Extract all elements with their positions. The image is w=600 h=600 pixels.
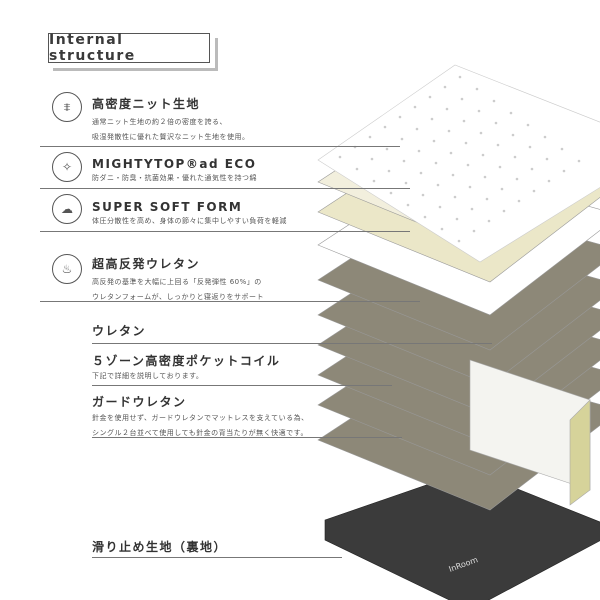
quilt-dot bbox=[419, 171, 423, 175]
layer-guard-urethane: ガードウレタン針金を使用せず、ガードウレタンでマットレスを支えている為、シングル… bbox=[92, 395, 309, 437]
quilt-dot bbox=[545, 157, 549, 161]
quilt-dot bbox=[406, 203, 410, 207]
quilt-dot bbox=[460, 97, 464, 101]
quilt-dot bbox=[434, 161, 438, 165]
layer-urethane: ウレタン bbox=[92, 324, 147, 338]
quilt-dot bbox=[528, 145, 532, 149]
divider bbox=[40, 188, 410, 189]
quilt-dot bbox=[423, 215, 427, 219]
quilt-dot bbox=[457, 239, 461, 243]
quilt-dot bbox=[413, 105, 417, 109]
quilt-dot bbox=[498, 165, 502, 169]
quilt-dot bbox=[338, 155, 342, 159]
quilt-dot bbox=[417, 149, 421, 153]
quilt-dot bbox=[547, 179, 551, 183]
quilt-dot bbox=[385, 147, 389, 151]
quilt-dot bbox=[485, 197, 489, 201]
quilt-dot bbox=[543, 135, 547, 139]
layer-knit: 高密度ニット生地通常ニット生地の約２倍の密度を誇る、吸湿発散性に優れた贅沢なニッ… bbox=[92, 97, 250, 141]
quilt-dot bbox=[402, 159, 406, 163]
quilt-dot bbox=[577, 159, 581, 163]
quilt-dot bbox=[487, 219, 491, 223]
quilt-dot bbox=[464, 141, 468, 145]
quilt-dot bbox=[453, 195, 457, 199]
quilt-dot bbox=[562, 169, 566, 173]
quilt-dot bbox=[443, 85, 447, 89]
divider bbox=[40, 231, 410, 232]
rebound-foam-icon: ♨ bbox=[52, 254, 82, 284]
quilt-dot bbox=[496, 143, 500, 147]
quilt-dot bbox=[500, 187, 504, 191]
quilt-dot bbox=[430, 117, 434, 121]
quilt-dot bbox=[526, 123, 530, 127]
quilt-dot bbox=[532, 189, 536, 193]
quilt-dot bbox=[479, 131, 483, 135]
quilt-dot bbox=[513, 155, 517, 159]
quilt-dot bbox=[502, 209, 506, 213]
quilt-dot bbox=[492, 99, 496, 103]
quilt-dot bbox=[372, 179, 376, 183]
quilt-dot bbox=[436, 183, 440, 187]
divider bbox=[92, 385, 392, 386]
knit-fabric-icon: ⩨ bbox=[52, 92, 82, 122]
quilt-dot bbox=[468, 185, 472, 189]
layer-anti-slip: 滑り止め生地（裏地） bbox=[92, 540, 228, 554]
quilt-dot bbox=[368, 135, 372, 139]
divider bbox=[92, 437, 402, 438]
quilt-dot bbox=[560, 147, 564, 151]
quilt-dot bbox=[415, 127, 419, 131]
quilt-dot bbox=[428, 95, 432, 99]
quilt-dot bbox=[483, 175, 487, 179]
quilt-dot bbox=[455, 217, 459, 221]
quilt-dot bbox=[445, 107, 449, 111]
divider bbox=[40, 146, 400, 147]
sparkle-icon: ✧ bbox=[52, 152, 82, 182]
quilt-dot bbox=[462, 119, 466, 123]
quilt-dot bbox=[440, 227, 444, 231]
quilt-dot bbox=[466, 163, 470, 167]
quilt-dot bbox=[481, 153, 485, 157]
quilt-dot bbox=[389, 191, 393, 195]
knit-top-layer bbox=[317, 64, 600, 263]
divider bbox=[92, 557, 342, 558]
quilt-dot bbox=[509, 111, 513, 115]
layer-pocket-coil: ５ゾーン高密度ポケットコイル下記で詳細を説明しております。 bbox=[92, 354, 281, 380]
quilt-dot bbox=[421, 193, 425, 197]
quilt-dot bbox=[404, 181, 408, 185]
coil-edge-guard bbox=[569, 399, 591, 506]
quilt-dot bbox=[451, 173, 455, 177]
divider bbox=[40, 301, 420, 302]
quilt-dot bbox=[447, 129, 451, 133]
quilt-dot bbox=[432, 139, 436, 143]
quilt-dot bbox=[387, 169, 391, 173]
quilt-dot bbox=[494, 121, 498, 125]
quilt-dot bbox=[458, 75, 462, 79]
quilt-dot bbox=[438, 205, 442, 209]
quilt-dot bbox=[400, 137, 404, 141]
divider bbox=[92, 343, 492, 344]
quilt-dot bbox=[449, 151, 453, 155]
quilt-dot bbox=[472, 229, 476, 233]
quilt-dot bbox=[515, 177, 519, 181]
quilt-dot bbox=[383, 125, 387, 129]
section-title: Internal structure bbox=[48, 32, 218, 71]
quilt-dot bbox=[470, 207, 474, 211]
quilt-dot bbox=[530, 167, 534, 171]
quilt-dot bbox=[355, 167, 359, 171]
quilt-dot bbox=[477, 109, 481, 113]
layer-high-rebound: 超高反発ウレタン高反発の基準を大幅に上回る「反発弾性 60%」のウレタンフォーム… bbox=[92, 257, 264, 301]
quilt-dot bbox=[517, 199, 521, 203]
quilt-dot bbox=[511, 133, 515, 137]
quilt-dot bbox=[370, 157, 374, 161]
cloud-icon: ☁ bbox=[52, 194, 82, 224]
quilt-dot bbox=[398, 115, 402, 119]
quilt-dot bbox=[475, 87, 479, 91]
